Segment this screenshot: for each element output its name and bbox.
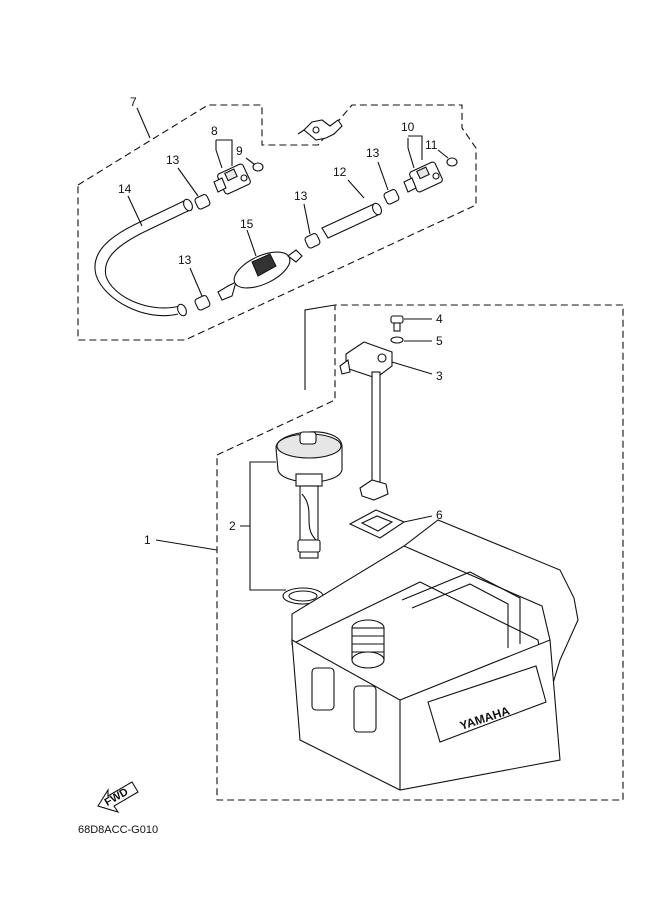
part-4-screw [390,315,404,332]
callout-13-a: 13 [166,153,180,167]
callout-15: 15 [240,217,254,231]
callout-7: 7 [130,95,137,109]
leader-lines [127,107,449,591]
part-9-o-ring [252,162,264,172]
part-15-primer-bulb [217,249,303,301]
callout-5: 5 [436,334,443,348]
part-13-clamp-c [304,233,321,249]
part-12-hose [321,202,382,239]
part-14-fuel-hose [94,198,193,317]
callout-4: 4 [436,312,443,326]
callout-1: 1 [144,533,151,547]
tank-assembly-boundary-link [304,304,336,390]
part-10-hose-joint [403,161,443,193]
callout-6: 6 [436,508,443,522]
diagram-code: 68D8ACC-G010 [78,824,158,836]
forward-arrow-icon [97,781,139,813]
part-8-hose-joint [213,163,251,195]
callout-13-b: 13 [366,146,380,160]
callout-13-d: 13 [178,253,192,267]
callout-2: 2 [229,519,236,533]
callout-9: 9 [236,144,243,158]
part-5-washer [390,336,404,344]
callout-13-c: 13 [294,189,308,203]
part-13-clamp-b [383,189,400,205]
callout-8: 8 [211,124,218,138]
fuel-tank-body [291,519,579,791]
part-3-fuel-joint [339,341,393,501]
callout-12: 12 [333,165,347,179]
hose-assembly-boundary [77,104,477,341]
part-13-clamp-a [194,194,211,210]
callout-14: 14 [118,182,132,196]
hose-connector-tank-side [297,119,343,141]
callout-10: 10 [401,120,415,134]
part-6-gasket [348,509,406,539]
part-11-o-ring [446,157,458,167]
part-13-clamp-d [194,295,211,311]
tank-assembly-boundary [216,304,624,801]
fwd-label: FWD [103,786,131,809]
callout-11: 11 [425,138,438,152]
callout-3: 3 [436,369,443,383]
part-2-fuel-cap [275,431,343,559]
